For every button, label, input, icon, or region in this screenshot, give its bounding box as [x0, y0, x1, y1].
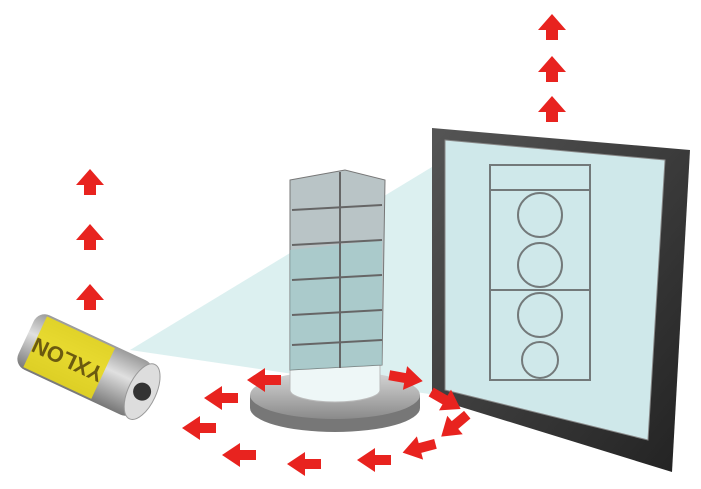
xray-tube: YXLON [17, 314, 161, 420]
vertical-motion-arrows-left [76, 169, 104, 310]
turntable [250, 359, 420, 432]
detector-panel [432, 128, 690, 472]
detector-image [489, 164, 591, 381]
scanned-part [289, 169, 386, 371]
vertical-motion-arrows-right [538, 14, 566, 122]
